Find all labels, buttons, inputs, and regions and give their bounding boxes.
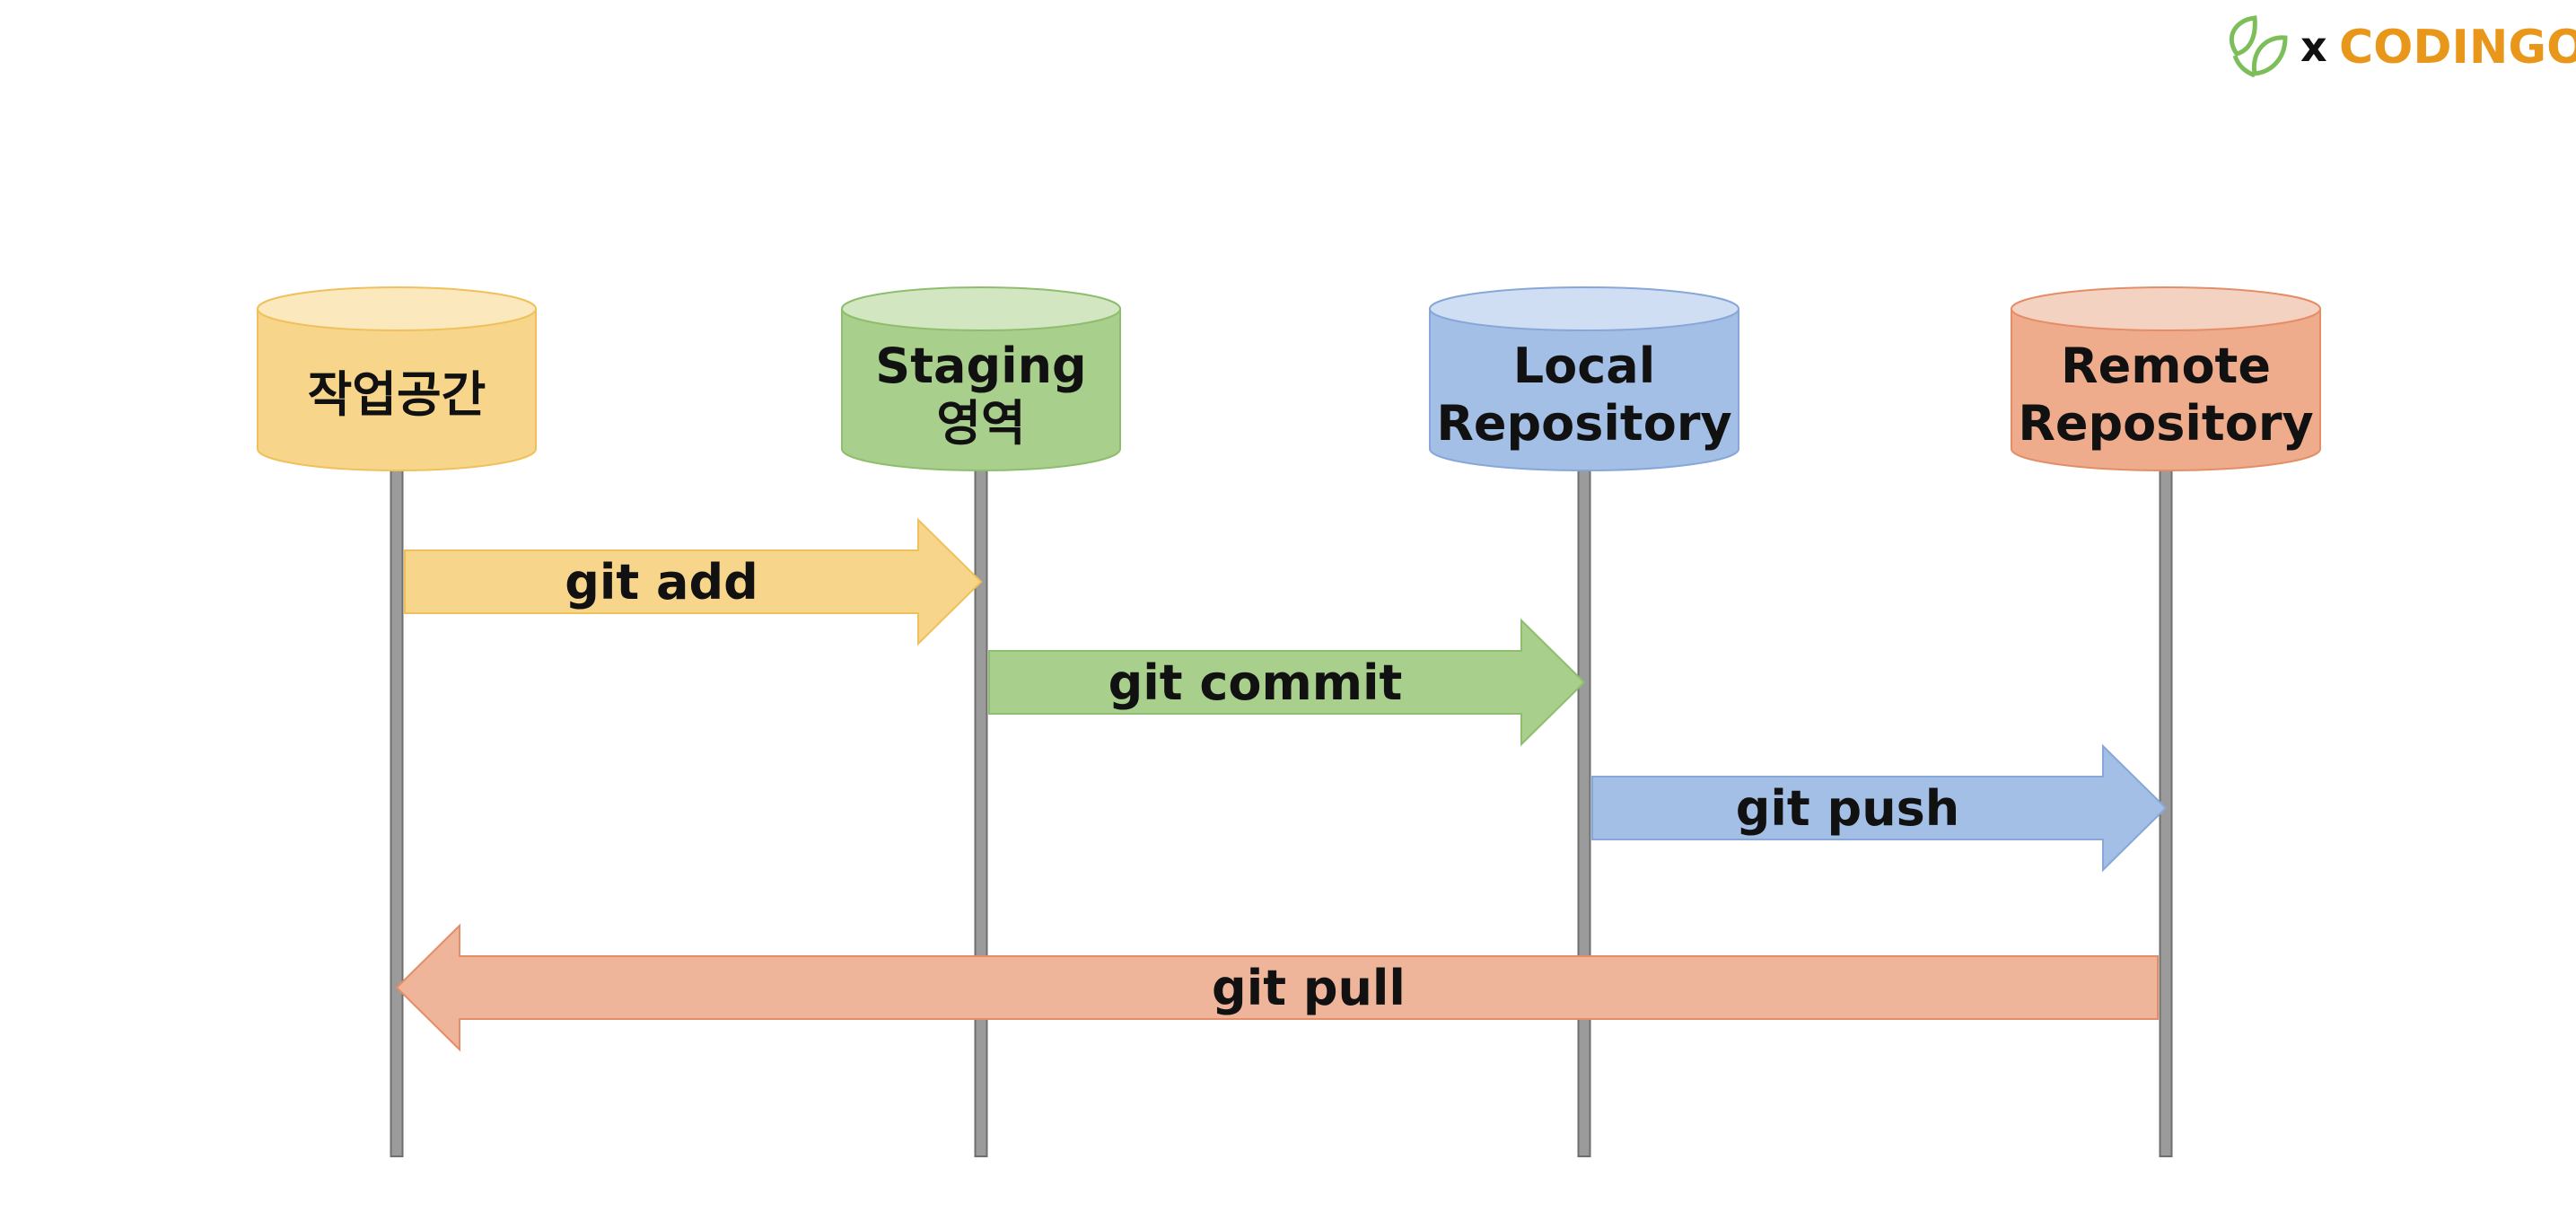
arrow-shape (988, 618, 1586, 747)
stage-label-line: Remote (2061, 338, 2271, 394)
command-label: git push (1736, 780, 1959, 837)
stage-cylinder-0: 작업공간 (257, 286, 537, 471)
lifeline-1 (974, 461, 988, 1157)
stage-label-line: 작업공간 (308, 366, 486, 423)
arrow-shape (395, 923, 2159, 1052)
stage-label-line: Staging (875, 338, 1086, 394)
stage-label-line: Repository (1436, 395, 1731, 452)
stage-label-line: Repository (2018, 395, 2313, 452)
cylinder-body (2011, 308, 2321, 471)
cylinder-top (841, 286, 1121, 331)
cylinder-body (257, 308, 537, 471)
command-arrow-1: git commit (988, 618, 1586, 747)
lifeline-2 (1577, 461, 1591, 1157)
stage-label-line: 영역 (936, 395, 1025, 452)
cylinder-top (257, 286, 537, 331)
stage-label-line: Local (1513, 338, 1655, 394)
command-label: git pull (1212, 960, 1406, 1016)
command-label: git add (565, 554, 758, 611)
logo-brand: CODINGOn (2339, 21, 2576, 75)
command-arrow-0: git add (404, 517, 983, 646)
cylinder-body (841, 308, 1121, 471)
arrow-shape (1591, 743, 2168, 873)
command-arrow-3: git pull (395, 923, 2159, 1052)
arrow-shape (404, 517, 983, 646)
cylinder-top (1429, 286, 1739, 331)
lifeline-0 (390, 461, 404, 1157)
cylinder-top (2011, 286, 2321, 331)
logo-separator: x (2300, 22, 2327, 71)
command-arrow-2: git push (1591, 743, 2168, 873)
leaf-icon (2230, 15, 2288, 78)
command-label: git commit (1108, 655, 1403, 711)
cylinder-body (1429, 308, 1739, 471)
sesac-codingon-logo: x CODINGOn (2230, 15, 2576, 78)
